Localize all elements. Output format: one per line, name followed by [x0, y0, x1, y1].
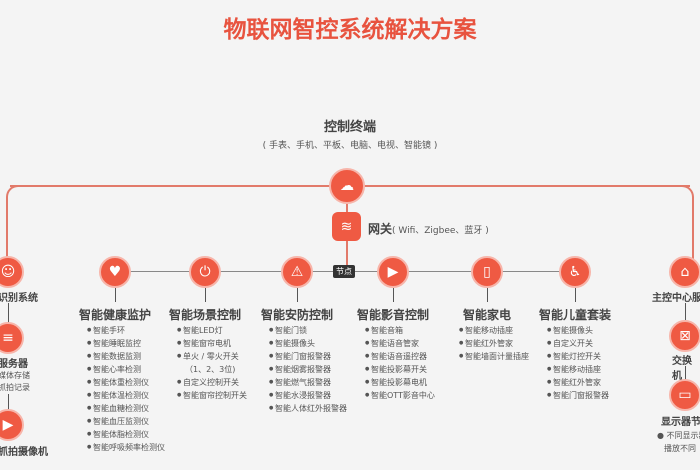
category-title: 智能家电 [462, 308, 512, 322]
face-recognition-icon: ☺ [0, 256, 24, 288]
category-title: 智能儿童套装 [538, 308, 612, 322]
display-note-2: 播放不同 [664, 444, 696, 453]
cloud-icon: ☁ [329, 168, 365, 204]
category-list: 智能手环智能睡眠监控智能数据监测智能心率检测智能体重检测仪智能体温检测仪智能血糖… [87, 324, 165, 454]
category-connector [393, 288, 394, 302]
list-item: 智能血压监测仪 [87, 415, 165, 428]
heart-pulse-icon: ♥ [99, 256, 131, 288]
list-item: 单火 / 零火开关 [177, 350, 247, 363]
list-item: 智能门窗报警器 [269, 350, 347, 363]
category-title: 智能健康监护 [78, 308, 152, 322]
left-connector-1 [8, 303, 9, 323]
server-label: 服务器 [0, 359, 28, 370]
page-title: 物联网智控系统解决方案 [223, 17, 477, 43]
list-item: 智能血糖检测仪 [87, 402, 165, 415]
list-item: 智能摄像头 [547, 324, 609, 337]
list-item: 智能体脂检测仪 [87, 428, 165, 441]
left-curve [6, 185, 20, 263]
list-item: 智能烟雾报警器 [269, 363, 347, 376]
right-connector-1 [685, 303, 686, 320]
category-connector [575, 288, 576, 302]
terminal-title: 控制终端 [323, 120, 376, 135]
list-item: 智能灯控开关 [547, 350, 609, 363]
main-server-label: 主控中心服务器 [652, 293, 700, 304]
category-connector [205, 288, 206, 302]
display-note-1: ● 不同显示器 [657, 430, 700, 441]
category-list: 智能门锁智能摄像头智能门窗报警器智能烟雾报警器智能燃气报警器智能水浸报警器智能人… [269, 324, 347, 415]
list-item: 智能窗帘控制开关 [177, 389, 247, 402]
list-item: 智能体温检测仪 [87, 389, 165, 402]
list-item: 智能语音管家 [365, 337, 435, 350]
list-item: 智能人体红外报警器 [269, 402, 347, 415]
list-item: 智能摄像头 [269, 337, 347, 350]
switch-icon: ⊠ [669, 320, 700, 352]
node-badge: 节点 [333, 265, 355, 278]
server-note-1: 媒体存储 [0, 371, 30, 380]
list-item: 智能呼吸频率检测仪 [87, 441, 165, 454]
category-connector [297, 288, 298, 302]
list-item: 智能音箱 [365, 324, 435, 337]
category-list: 智能移动插座智能红外管家智能墙面计量插座 [459, 324, 529, 363]
main-server-icon: ⌂ [669, 256, 700, 288]
list-item: （1、2、3位) [185, 365, 236, 374]
wifi-icon: ≋ [332, 212, 361, 241]
list-item: 智能心率检测 [87, 363, 165, 376]
stroller-icon: ♿ [559, 256, 591, 288]
right-connector-2 [685, 366, 686, 380]
list-item: 智能红外管家 [547, 376, 609, 389]
list-item: 自定义开关 [547, 337, 609, 350]
left-connector-2 [8, 394, 9, 410]
power-icon: ⏻ [189, 256, 221, 288]
category-title: 智能影音控制 [356, 308, 430, 322]
category-connector [115, 288, 116, 302]
category-list: 智能音箱智能语音管家智能语音遥控器智能投影幕开关智能投影幕电机智能OTT影音中心 [365, 324, 435, 402]
list-item: 智能窗帘电机 [177, 337, 247, 350]
list-item: 自定义控制开关 [177, 376, 247, 389]
gateway-title: 网关 [368, 222, 393, 236]
list-item: 智能数据监测 [87, 350, 165, 363]
list-item: 智能投影幕电机 [365, 376, 435, 389]
list-item: 智能墙面计量插座 [459, 350, 529, 363]
server-icon: ≡ [0, 322, 24, 354]
list-item: 智能手环 [87, 324, 165, 337]
list-item: 智能睡眠监控 [87, 337, 165, 350]
monitor-icon: ▭ [669, 379, 700, 411]
list-item: 智能移动插座 [459, 324, 529, 337]
fridge-icon: ▯ [471, 256, 503, 288]
list-item: 智能LED灯 [177, 324, 247, 337]
category-list: 智能摄像头自定义开关智能灯控开关智能移动插座智能红外管家智能门窗报警器 [547, 324, 609, 402]
recognition-label: 识别系统 [0, 293, 38, 304]
terminal-subtitle: ( 手表、手机、平板、电脑、电视、智能镜 ) [262, 141, 438, 151]
category-title: 智能场景控制 [168, 308, 242, 322]
list-item: 智能红外管家 [459, 337, 529, 350]
play-icon: ▶ [377, 256, 409, 288]
category-connector [487, 288, 488, 302]
display-label: 显示器节点 [661, 417, 700, 428]
category-title: 智能安防控制 [260, 308, 334, 322]
right-curve [680, 185, 694, 263]
list-item: 智能投影幕开关 [365, 363, 435, 376]
gateway-label: 网关( Wifi、Zigbee、蓝牙 ) [368, 218, 489, 237]
list-item: 智能水浸报警器 [269, 389, 347, 402]
list-item: 智能语音遥控器 [365, 350, 435, 363]
category-list: 智能LED灯智能窗帘电机单火 / 零火开关 （1、2、3位) 自定义控制开关智能窗帘… [177, 324, 247, 402]
camera-icon: ▶ [0, 409, 24, 441]
camera-label: 抓拍摄像机 [0, 447, 48, 458]
display-note-1-text: 不同显示器 [666, 431, 700, 440]
list-item: 智能燃气报警器 [269, 376, 347, 389]
list-item: 智能门窗报警器 [547, 389, 609, 402]
list-item: 智能体重检测仪 [87, 376, 165, 389]
list-item: 智能移动插座 [547, 363, 609, 376]
list-item: 智能OTT影音中心 [365, 389, 435, 402]
gateway-protocols: ( Wifi、Zigbee、蓝牙 ) [392, 226, 489, 236]
server-note-2: 抓拍记录 [0, 383, 30, 392]
list-item: 智能门锁 [269, 324, 347, 337]
alarm-icon: ⚠ [281, 256, 313, 288]
switch-label: 交换机 [672, 356, 692, 382]
